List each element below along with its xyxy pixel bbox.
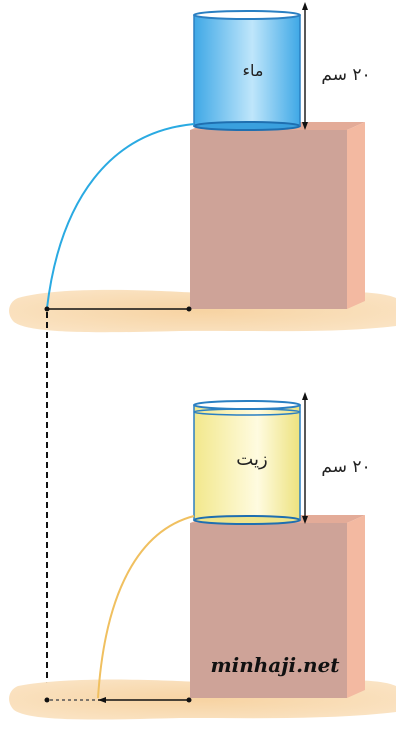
top-scene: ماء ٢٠ سم	[9, 2, 397, 333]
water-container: ماء	[193, 10, 301, 131]
container-rim-top	[193, 10, 301, 20]
oil-body	[194, 406, 300, 520]
container-label-water: ماء	[243, 61, 264, 80]
water-body	[194, 15, 300, 127]
container-rim-top	[193, 400, 301, 410]
bottom-scene: زيت ٢٠ سم minhaji.net	[9, 392, 397, 720]
block-front-face	[190, 130, 347, 309]
height-arrow-top	[302, 2, 308, 130]
height-label-top: ٢٠ سم	[321, 65, 370, 85]
range-arrow-bottom	[44, 697, 192, 703]
height-arrow-bottom	[302, 392, 308, 524]
container-bottom	[193, 515, 301, 525]
watermark-text: minhaji.net	[210, 653, 340, 677]
block-side-face	[347, 515, 365, 698]
oil-stream	[97, 515, 195, 699]
container-label-oil: زيت	[236, 449, 267, 470]
water-stream	[46, 123, 195, 309]
range-arrow-top	[44, 306, 192, 312]
block-front-face	[190, 523, 347, 698]
block-top	[190, 122, 365, 309]
container-bottom	[193, 121, 301, 131]
block-side-face	[347, 122, 365, 309]
height-label-bottom: ٢٠ سم	[321, 457, 370, 477]
oil-container: زيت	[193, 400, 301, 525]
